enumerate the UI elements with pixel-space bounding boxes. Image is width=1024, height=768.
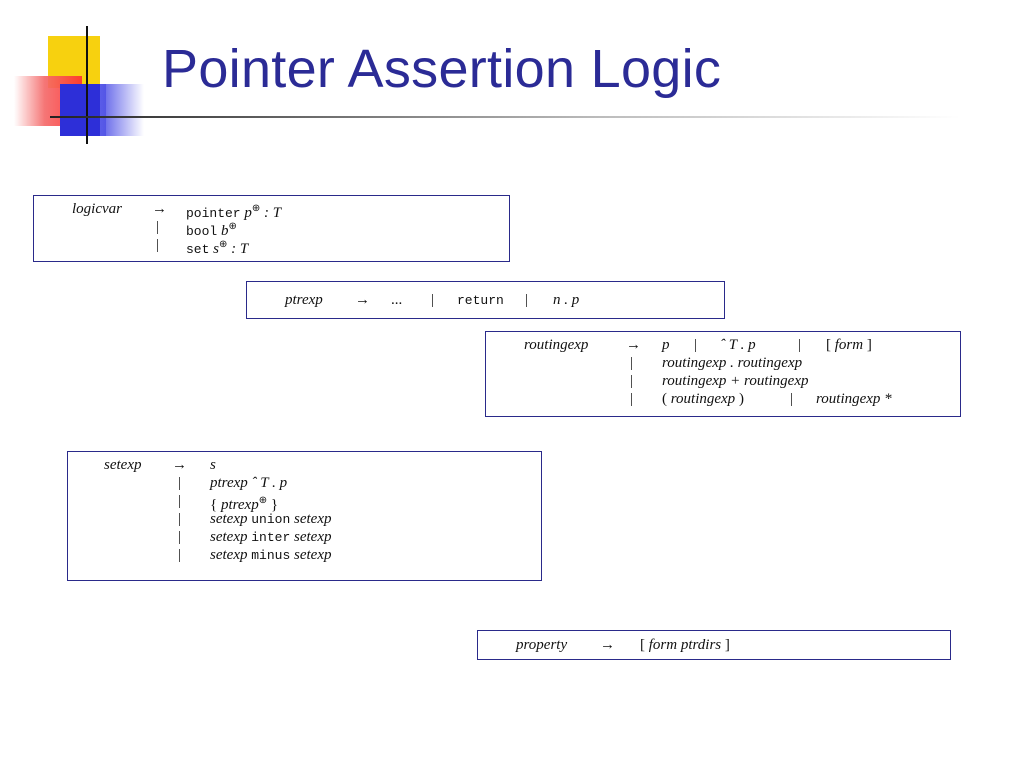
slide-logo [0, 0, 160, 150]
rule-bar: | [178, 493, 182, 509]
rule-alt: return [457, 293, 504, 308]
rule-alt: routingexp * [816, 391, 892, 407]
rule-alt: ... [391, 292, 403, 308]
rule-alt: ( routingexp ) [662, 391, 744, 407]
slide-title: Pointer Assertion Logic [162, 39, 722, 99]
rule-alt: [ form ] [826, 337, 872, 353]
grammar-box-routingexp: routingexp → p | ˆ T . p | [ form ] | ro… [485, 331, 961, 417]
rule-alt: set s⊕ : T [186, 239, 249, 257]
rule-bar: | [525, 292, 529, 308]
rule-bar: | [178, 529, 182, 545]
rule-bar: | [431, 292, 435, 308]
rule-arrow: → [626, 337, 641, 353]
rule-alt: ptrexp ˆ T . p [210, 475, 288, 491]
rule-alt: setexp union setexp [210, 511, 332, 527]
grammar-box-setexp: setexp → s | ptrexp ˆ T . p | { ptrexp⊕ … [67, 451, 542, 581]
logo-vertical-line [86, 26, 88, 144]
rule-lhs: property [516, 637, 568, 653]
grammar-box-logicvar: logicvar → pointer p⊕ : T | bool b⊕ | se… [33, 195, 510, 262]
rule-lhs: ptrexp [285, 292, 323, 308]
rule-alt: bool b⊕ [186, 221, 237, 239]
logo-blue-square [60, 84, 106, 136]
rule-arrow: → [355, 292, 370, 308]
rule-lhs: logicvar [72, 201, 122, 217]
rule-alt: setexp minus setexp [210, 547, 332, 563]
grammar-box-property: property → [ form ptrdirs ] [477, 630, 951, 660]
rule-alt: { ptrexp⊕ } [210, 495, 279, 513]
rule-alt: pointer p⊕ : T [186, 203, 282, 221]
rule-bar: | [630, 355, 634, 371]
rule-arrow: → [600, 637, 615, 653]
rule-bar: | [630, 373, 634, 389]
rule-bar: | [156, 237, 160, 253]
rule-alt: ˆ T . p [720, 337, 756, 353]
rule-bar: | [790, 391, 794, 407]
rule-bar: | [798, 337, 802, 353]
rule-bar: | [178, 511, 182, 527]
logo-blue-fade [100, 84, 144, 136]
rule-bar: | [694, 337, 698, 353]
rule-alt: [ form ptrdirs ] [640, 637, 730, 653]
rule-bar: | [630, 391, 634, 407]
rule-alt: routingexp . routingexp [662, 355, 803, 371]
rule-alt: routingexp + routingexp [662, 373, 809, 389]
rule-arrow: → [172, 457, 187, 473]
rule-alt: s [210, 457, 216, 473]
rule-arrow: → [152, 201, 167, 217]
rule-bar: | [178, 547, 182, 563]
title-underline [50, 116, 960, 118]
rule-lhs: routingexp [524, 337, 589, 353]
rule-bar: | [156, 219, 160, 235]
rule-alt: p [662, 337, 670, 353]
rule-bar: | [178, 475, 182, 491]
rule-alt: n . p [553, 292, 580, 308]
rule-alt: setexp inter setexp [210, 529, 332, 545]
grammar-box-ptrexp: ptrexp → ... | return | n . p [246, 281, 725, 319]
rule-lhs: setexp [104, 457, 142, 473]
